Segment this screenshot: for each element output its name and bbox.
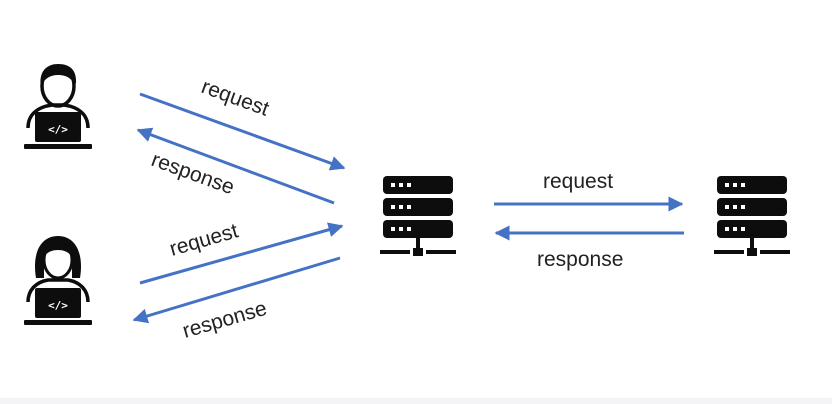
user1-request-label: request <box>198 75 272 121</box>
server-rack-icon <box>714 176 790 256</box>
laptop-code-glyph: </> <box>48 123 68 136</box>
server-rack-icon <box>380 176 456 256</box>
developer-laptop-icon: </> <box>24 64 92 149</box>
user2-request-arrow <box>139 222 344 285</box>
user2-response-label: response <box>180 297 269 343</box>
user1-response-arrow <box>136 127 335 205</box>
developer-laptop-icon: </> <box>24 236 92 325</box>
user1-request-arrow <box>139 92 346 171</box>
user1-response-label: response <box>148 148 237 199</box>
user2-request-label: request <box>167 219 241 260</box>
backend-response-label: response <box>537 248 623 271</box>
backend-request-label: request <box>543 170 613 193</box>
laptop-code-glyph: </> <box>48 299 68 312</box>
bottom-strip <box>0 398 832 404</box>
user2-response-arrow <box>132 256 341 324</box>
